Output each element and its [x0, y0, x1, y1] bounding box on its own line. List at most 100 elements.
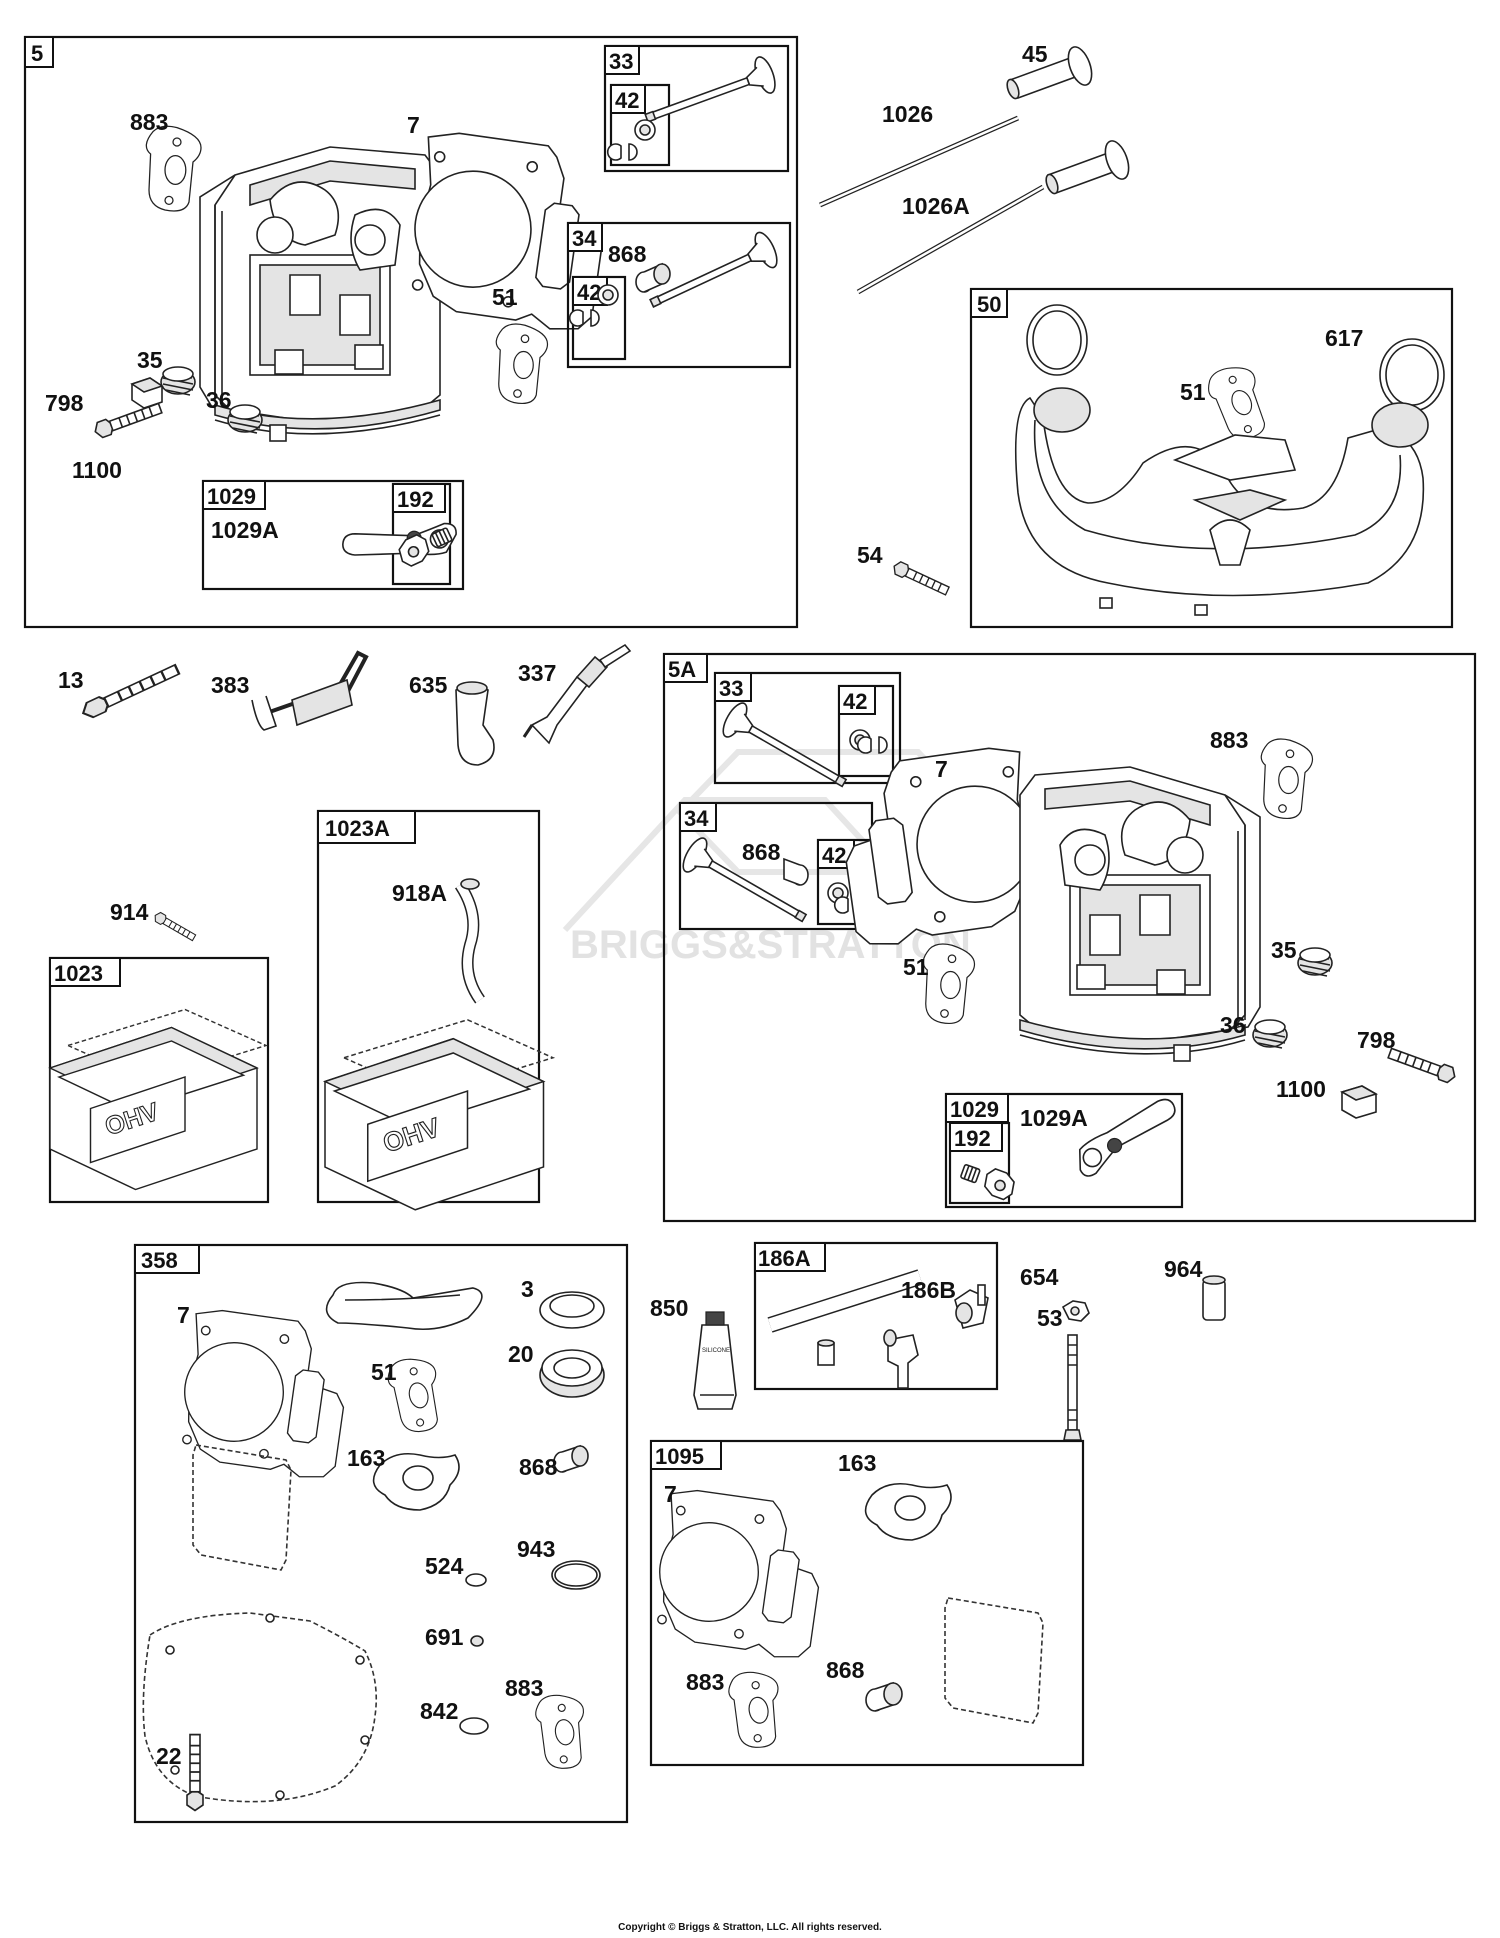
- label-1029A: 1029A: [211, 517, 279, 543]
- stud-53: [1063, 1334, 1082, 1441]
- label-883: 883: [1210, 727, 1248, 753]
- label-20: 20: [508, 1341, 534, 1367]
- label-1100: 1100: [1276, 1076, 1326, 1102]
- label-36: 36: [206, 387, 232, 413]
- tube-186A: [767, 1269, 923, 1333]
- svg-text:42: 42: [577, 280, 601, 305]
- bolt-914: [152, 910, 198, 943]
- gasket-163: [372, 1452, 460, 1511]
- intake-manifold: [1014, 387, 1429, 616]
- copyright-notice: Copyright © Briggs & Stratton, LLC. All …: [618, 1922, 882, 1933]
- group-358: 358: [133, 1243, 629, 1824]
- svg-text:1095: 1095: [655, 1444, 704, 1469]
- label-7: 7: [664, 1481, 677, 1507]
- label-337: 337: [518, 660, 556, 686]
- sleeve: [817, 1339, 835, 1366]
- label-883: 883: [130, 109, 168, 135]
- label-850: 850: [650, 1295, 688, 1321]
- keeper-42-b: [597, 284, 619, 306]
- label-51: 51: [903, 954, 929, 980]
- label-617: 617: [1325, 325, 1363, 351]
- svg-text:33: 33: [609, 49, 633, 74]
- seal-3: [539, 1291, 605, 1329]
- svg-text:33: 33: [719, 676, 743, 701]
- svg-text:192: 192: [397, 487, 434, 512]
- svg-text:50: 50: [977, 292, 1001, 317]
- guide-868-c: [553, 1444, 589, 1473]
- spring-36: [227, 404, 263, 434]
- half-keepers: [606, 143, 638, 161]
- guide-868-b: [783, 857, 809, 886]
- label-868: 868: [519, 1454, 558, 1480]
- spark-plug-337: [522, 643, 632, 745]
- o-ring-left: [1026, 304, 1088, 376]
- label-383: 383: [211, 672, 249, 698]
- svg-text:186A: 186A: [758, 1246, 811, 1271]
- clip-1100-b: [1339, 1085, 1379, 1119]
- keeper-42: [634, 119, 656, 141]
- crankcase-gasket: [142, 1612, 378, 1803]
- label-868: 868: [826, 1657, 865, 1683]
- svg-text:1029: 1029: [950, 1097, 999, 1122]
- label-943: 943: [517, 1536, 555, 1562]
- label-1026A: 1026A: [902, 193, 970, 219]
- svg-text:42: 42: [615, 88, 639, 113]
- bolt-54: [890, 559, 951, 598]
- label-1029A: 1029A: [1020, 1105, 1088, 1131]
- svg-text:1029: 1029: [207, 484, 256, 509]
- group-5A: 5A 33 42 34 42 10: [662, 652, 1477, 1223]
- label-918A: 918A: [392, 880, 447, 906]
- label-635: 635: [409, 672, 448, 698]
- label-914: 914: [110, 899, 149, 925]
- label-883: 883: [686, 1669, 724, 1695]
- label-51: 51: [492, 284, 518, 310]
- push-rods: [818, 115, 1045, 295]
- o-ring-943: [551, 1560, 601, 1590]
- svg-text:5: 5: [31, 41, 43, 66]
- svg-text:SILICONE: SILICONE: [702, 1348, 730, 1354]
- o-ring-524: [465, 1573, 487, 1587]
- sleeve-964: [1202, 1275, 1226, 1321]
- group-1023A: 1023A: [316, 809, 554, 1211]
- label-45: 45: [1022, 41, 1048, 67]
- label-3: 3: [521, 1276, 534, 1302]
- elbow-fitting: [883, 1329, 919, 1389]
- label-842: 842: [420, 1698, 458, 1724]
- intake-gasket-b: [922, 943, 976, 1025]
- spring-35: [160, 366, 196, 396]
- label-53: 53: [1037, 1305, 1063, 1331]
- label-1100: 1100: [72, 457, 122, 483]
- spark-plug-boot-635: [455, 681, 495, 766]
- part-labels: 883 7 868 51 35 36 798 1100 1029A 45 102…: [45, 41, 1396, 1769]
- label-798: 798: [45, 390, 84, 416]
- dipstick-383: [251, 650, 369, 731]
- valve-cover-gasket: [192, 1444, 292, 1571]
- nut-654: [1061, 1300, 1090, 1322]
- label-868: 868: [608, 241, 647, 267]
- intake-gasket: [495, 323, 549, 405]
- oil-seal-20: [539, 1349, 605, 1398]
- intake-valve: [639, 53, 780, 137]
- o-ring-691: [470, 1635, 484, 1647]
- exhaust-gasket: [145, 125, 202, 212]
- valve-45: [1006, 46, 1093, 100]
- label-163: 163: [838, 1450, 876, 1476]
- label-35: 35: [1271, 937, 1297, 963]
- label-868: 868: [742, 839, 781, 865]
- svg-text:34: 34: [572, 226, 597, 251]
- label-36: 36: [1220, 1012, 1246, 1038]
- valve-cover-b: [324, 1018, 554, 1211]
- gasket-163-b: [864, 1482, 952, 1541]
- gasket-883-b: [725, 1666, 789, 1752]
- valve-1026A: [1045, 140, 1130, 195]
- svg-text:5A: 5A: [668, 657, 696, 682]
- spring-35-b: [1297, 947, 1333, 977]
- head-gasket-c: [174, 1306, 356, 1483]
- svg-text:1023: 1023: [54, 961, 103, 986]
- bolt-13: [78, 661, 182, 722]
- svg-text:192: 192: [954, 1126, 991, 1151]
- label-7: 7: [177, 1302, 190, 1328]
- guide-868: [635, 262, 671, 293]
- group-1023: 1023: [48, 956, 270, 1204]
